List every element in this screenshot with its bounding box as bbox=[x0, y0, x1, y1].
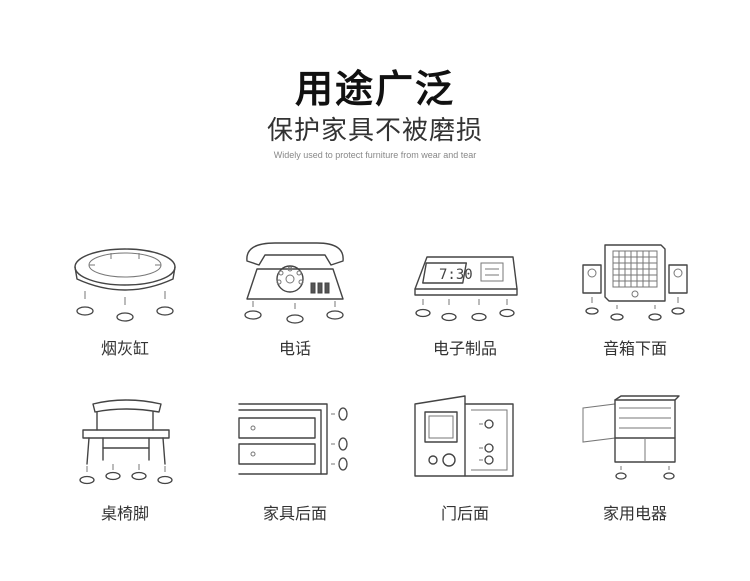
door-icon bbox=[405, 390, 525, 490]
usage-label: 音箱下面 bbox=[602, 339, 667, 358]
page-caption: Widely used to protect furniture from we… bbox=[273, 150, 477, 160]
clock-display-text: 7:30 bbox=[439, 267, 473, 283]
usage-item-appliance: 家用电器 bbox=[550, 390, 720, 540]
ashtray-icon bbox=[65, 225, 185, 325]
usage-item-electronics: 7:30 电子制品 bbox=[380, 225, 550, 375]
usage-item-door-back: 门后面 bbox=[380, 390, 550, 540]
cabinet-icon bbox=[235, 390, 355, 490]
usage-label: 家具后面 bbox=[262, 504, 327, 523]
speaker-icon bbox=[575, 225, 695, 325]
usage-label: 电子制品 bbox=[432, 339, 497, 358]
usage-item-speaker: 音箱下面 bbox=[550, 225, 720, 375]
usage-label: 桌椅脚 bbox=[100, 504, 149, 523]
page-title: 用途广泛 bbox=[294, 67, 455, 111]
usage-label: 电话 bbox=[278, 339, 311, 358]
usage-item-ashtray: 烟灰缸 bbox=[40, 225, 210, 375]
usage-label: 家用电器 bbox=[602, 504, 667, 523]
page-subtitle: 保护家具不被磨损 bbox=[266, 116, 483, 146]
usage-label: 门后面 bbox=[440, 504, 489, 523]
usage-item-telephone: 电话 bbox=[210, 225, 380, 375]
usage-label: 烟灰缸 bbox=[100, 339, 149, 358]
usage-item-table-chair: 桌椅脚 bbox=[40, 390, 210, 540]
telephone-icon bbox=[235, 225, 355, 325]
table-chair-icon bbox=[65, 390, 185, 490]
appliance-icon bbox=[575, 390, 695, 490]
usage-item-furniture-back: 家具后面 bbox=[210, 390, 380, 540]
digital-clock-icon: 7:30 bbox=[405, 225, 525, 325]
